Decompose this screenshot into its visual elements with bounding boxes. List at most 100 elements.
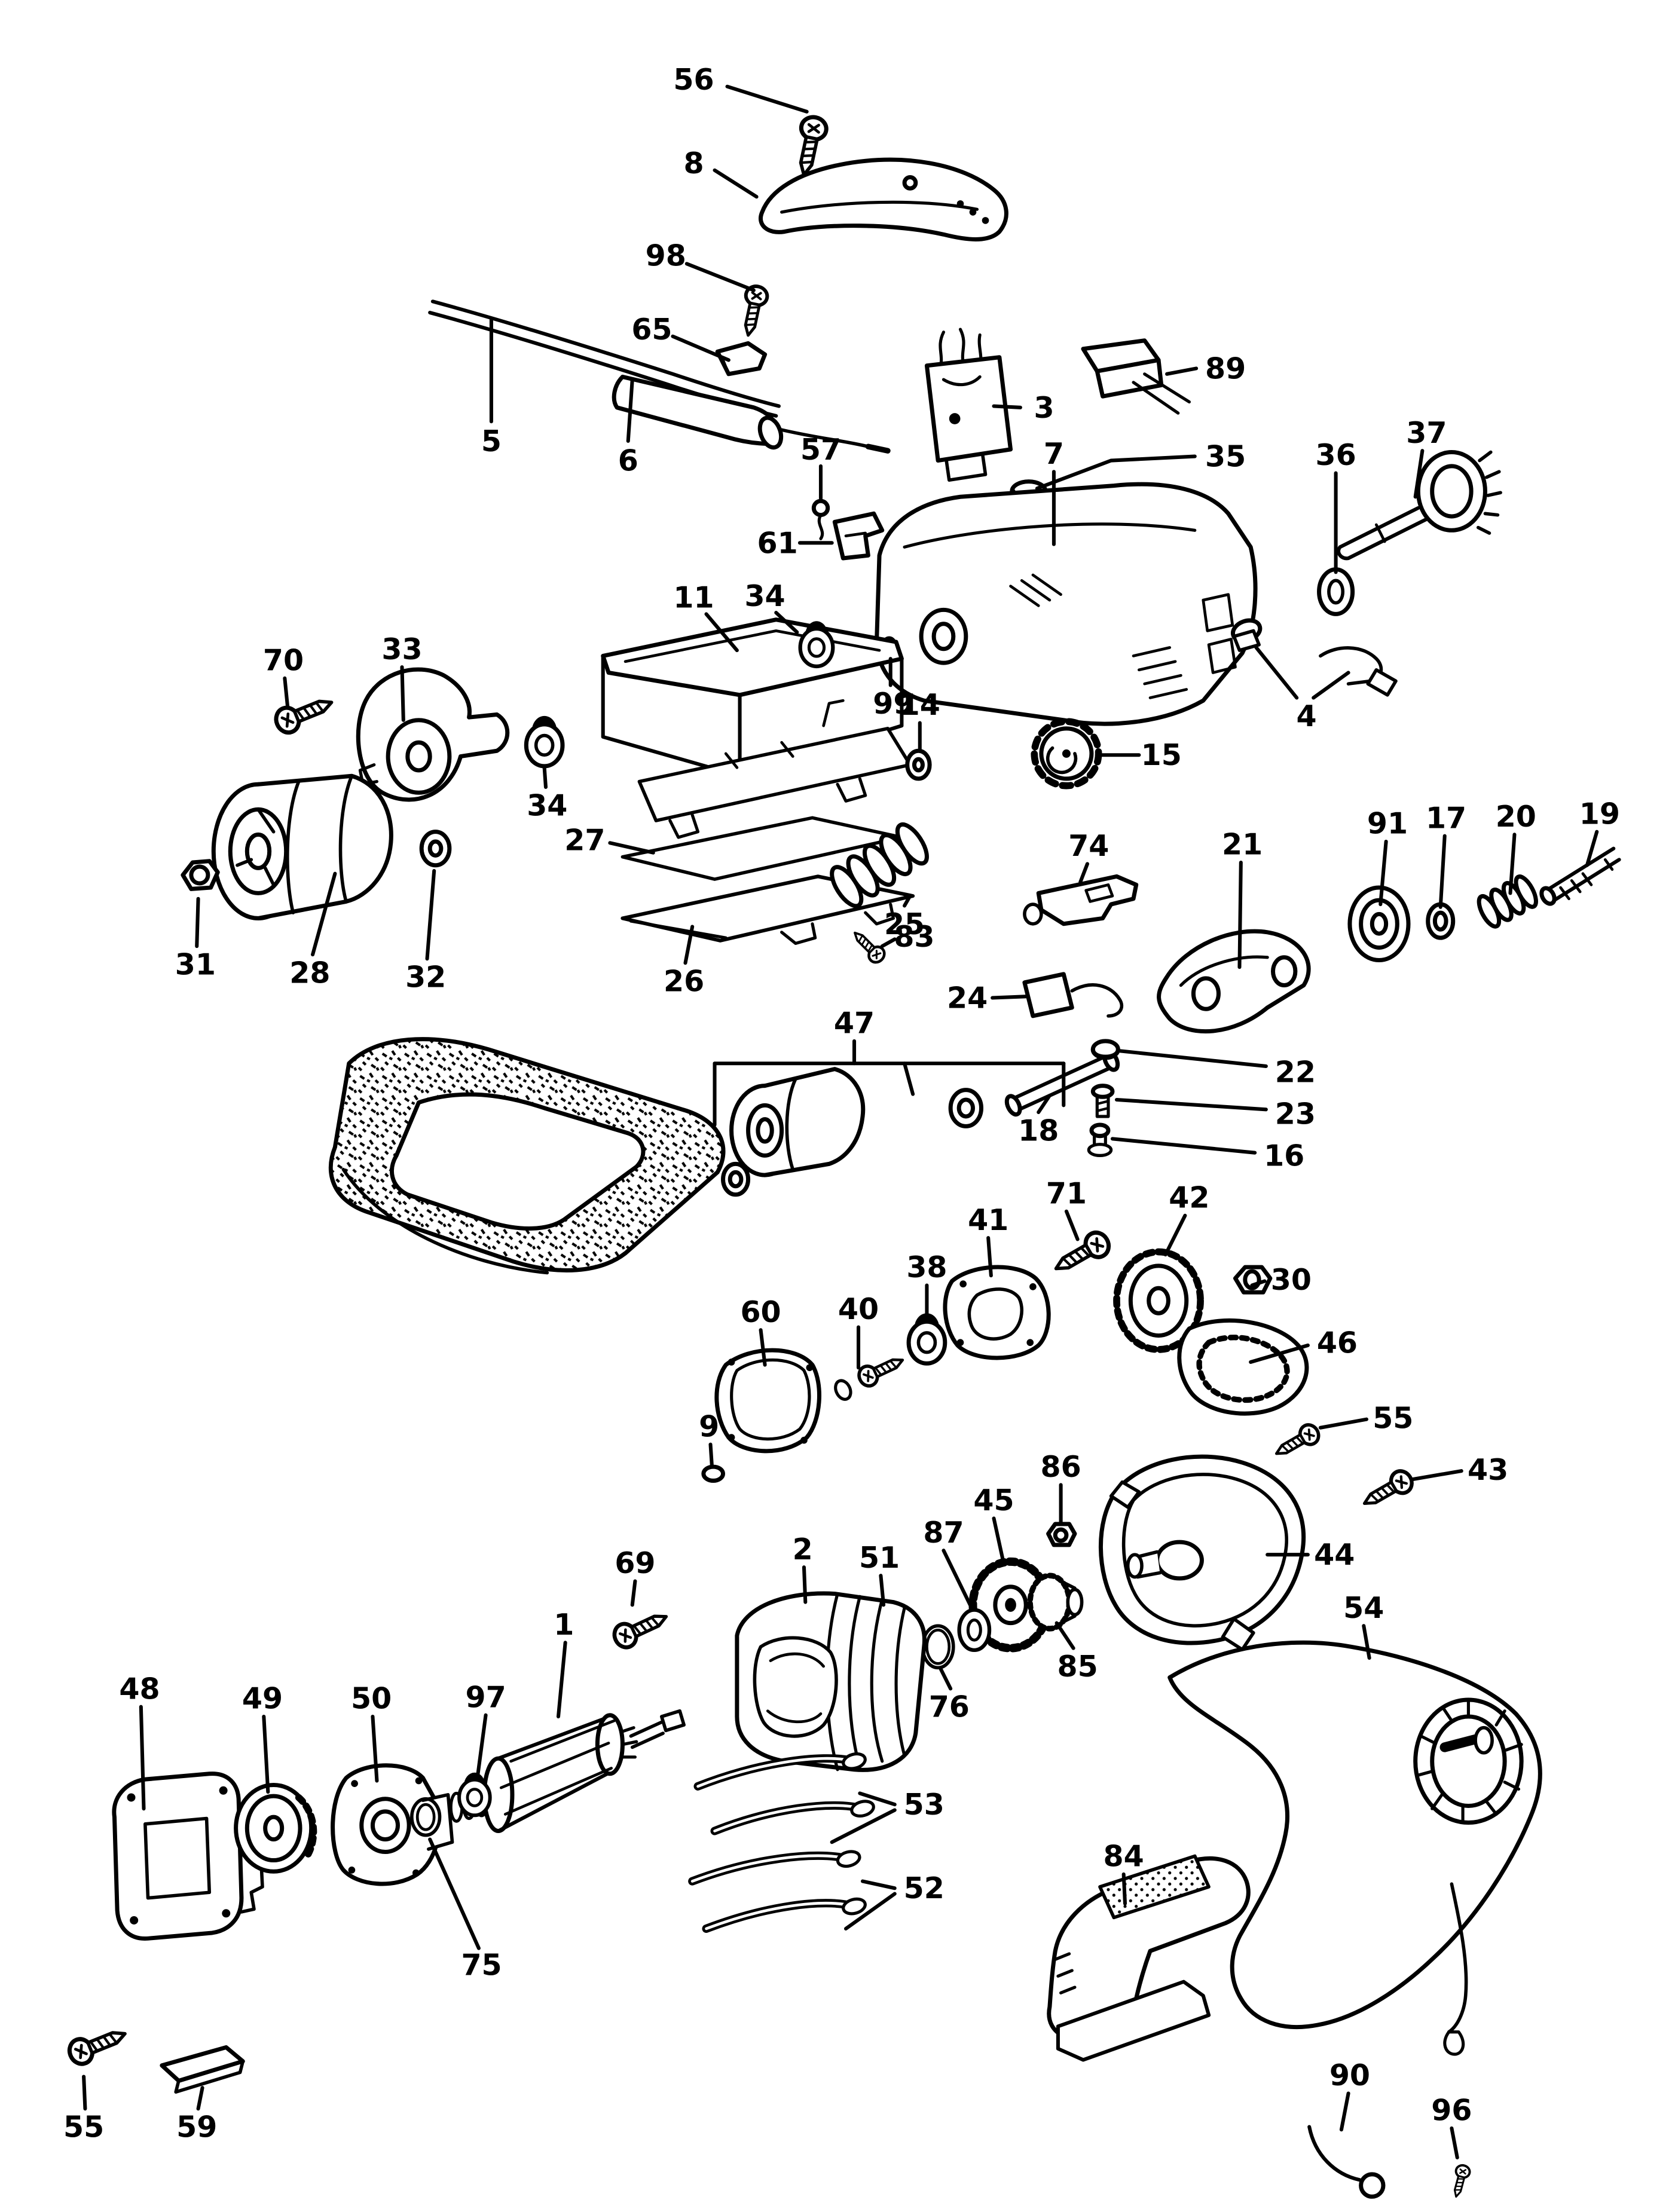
part-25-spring — [830, 822, 929, 908]
callout-label-75: 75 — [461, 1948, 502, 1982]
callout-label-7: 7 — [1044, 436, 1064, 471]
part-7-motor-housing — [874, 482, 1258, 726]
callout-26-plate: 26 — [664, 925, 704, 999]
callout-42-toothed-pulley: 42 — [1163, 1180, 1210, 1257]
callout-leader-18 — [1037, 1093, 1052, 1115]
callout-leader-52 — [843, 1892, 897, 1931]
callout-36-washer: 36 — [1315, 437, 1356, 574]
callout-label-51: 51 — [859, 1540, 900, 1575]
callout-label-45: 45 — [973, 1483, 1014, 1518]
callout-label-57: 57 — [800, 432, 841, 467]
part-50-bearing-bracket — [331, 1763, 454, 1886]
part-19-threaded-stud — [1539, 846, 1621, 906]
callout-27-plate: 27 — [564, 823, 655, 858]
part-75-ring — [410, 1797, 442, 1837]
callout-leader-65 — [671, 334, 730, 362]
callout-leader-35 — [1035, 454, 1197, 491]
callout-leader-85 — [1054, 1621, 1075, 1650]
part-31-nut — [181, 859, 220, 891]
callout-70-screw: 70 — [263, 643, 304, 708]
callout-label-2: 2 — [793, 1532, 813, 1567]
callout-label-69: 69 — [615, 1546, 655, 1580]
callout-label-28: 28 — [289, 955, 330, 990]
callout-4-terminal-clips: 4 — [1254, 645, 1350, 733]
part-36-washer — [1319, 570, 1353, 614]
callout-label-60: 60 — [740, 1295, 781, 1329]
callout-2-field-stator: 2 — [793, 1532, 813, 1604]
callout-97-bearing: 97 — [465, 1679, 506, 1780]
part-52-lead-wires — [688, 1850, 867, 1933]
callout-label-46: 46 — [1317, 1325, 1358, 1360]
callout-label-5: 5 — [481, 424, 502, 458]
callout-59-pad: 59 — [176, 2086, 217, 2144]
part-23-screw — [1090, 1084, 1115, 1118]
callout-leader-84 — [1121, 1872, 1127, 1905]
callout-label-27: 27 — [564, 823, 605, 858]
callout-label-30: 30 — [1271, 1262, 1312, 1297]
callout-label-99: 99 — [873, 686, 913, 721]
callout-96-screw: 96 — [1431, 2093, 1472, 2159]
callout-leader-45 — [992, 1516, 1005, 1565]
part-6-cord-protector — [612, 374, 891, 454]
callout-54-dust-bag: 54 — [1343, 1590, 1384, 1660]
callout-label-14: 14 — [900, 687, 940, 722]
callout-91-pulley-washer: 91 — [1367, 806, 1408, 907]
part-37-gear-shaft — [1337, 450, 1502, 561]
callout-label-34: 34 — [527, 788, 567, 822]
callout-label-41: 41 — [968, 1203, 1008, 1237]
callout-leader-71 — [1064, 1209, 1080, 1241]
part-17-ring — [1426, 902, 1456, 940]
callout-label-85: 85 — [1057, 1649, 1098, 1684]
callout-label-9: 9 — [699, 1409, 719, 1443]
callout-label-22: 22 — [1275, 1054, 1316, 1089]
callout-51-bearing: 51 — [859, 1540, 900, 1607]
part-48-end-cap — [112, 1772, 271, 1941]
callout-leader-27 — [608, 841, 655, 855]
callout-leader-1 — [556, 1641, 567, 1719]
callout-leader-37 — [1413, 449, 1425, 499]
callout-label-98: 98 — [646, 238, 686, 273]
part-86-nut — [1046, 1522, 1077, 1547]
callout-52-lead-wires: 52 — [843, 1871, 945, 1931]
part-4-terminal-clips — [1231, 618, 1398, 697]
callout-label-90: 90 — [1329, 2058, 1370, 2092]
part-46-drive-belt — [1177, 1318, 1309, 1416]
part-55-screw-lower — [66, 2022, 130, 2067]
callout-leader-23 — [1114, 1097, 1268, 1112]
part-57-clip-screw — [811, 498, 830, 540]
callout-15-knob: 15 — [1095, 738, 1182, 772]
callout-label-15: 15 — [1141, 738, 1182, 772]
part-61-bracket — [832, 511, 885, 561]
callout-17-ring: 17 — [1426, 800, 1466, 909]
callout-leader-17 — [1438, 834, 1447, 909]
callout-41-cover-plate: 41 — [968, 1203, 1008, 1278]
callout-leader-48 — [139, 1705, 146, 1811]
callout-37-gear-shaft: 37 — [1406, 415, 1447, 499]
callout-24-pad: 24 — [947, 981, 1029, 1015]
part-55-screw-upper — [1271, 1421, 1322, 1462]
part-43-screw — [1359, 1467, 1416, 1513]
callout-label-34: 34 — [744, 579, 785, 613]
part-3-switch — [924, 328, 1013, 482]
part-platen-assembly — [637, 699, 912, 839]
part-71-bolt — [1050, 1228, 1113, 1279]
callout-leader-55 — [1318, 1417, 1368, 1430]
part-40-spindle — [834, 1351, 907, 1401]
callout-23-screw: 23 — [1114, 1096, 1316, 1131]
part-8-handle-cover — [759, 157, 1008, 241]
part-32-ring — [419, 830, 452, 868]
callout-leader-97 — [475, 1713, 488, 1780]
callout-label-53: 53 — [904, 1787, 945, 1822]
part-1-armature — [421, 1709, 686, 1834]
part-33-belt-guard — [356, 667, 510, 802]
callout-leader-54 — [1362, 1624, 1371, 1660]
part-24-pad — [1022, 972, 1124, 1018]
callout-leader-60 — [759, 1328, 767, 1367]
callout-6-cord-protector: 6 — [618, 378, 638, 478]
callout-9-pin: 9 — [699, 1409, 719, 1467]
part-15-knob — [1031, 718, 1102, 790]
part-30-nut — [1233, 1265, 1273, 1295]
callout-53-lead-wires: 53 — [830, 1787, 945, 1844]
part-16-screw — [1087, 1122, 1113, 1157]
